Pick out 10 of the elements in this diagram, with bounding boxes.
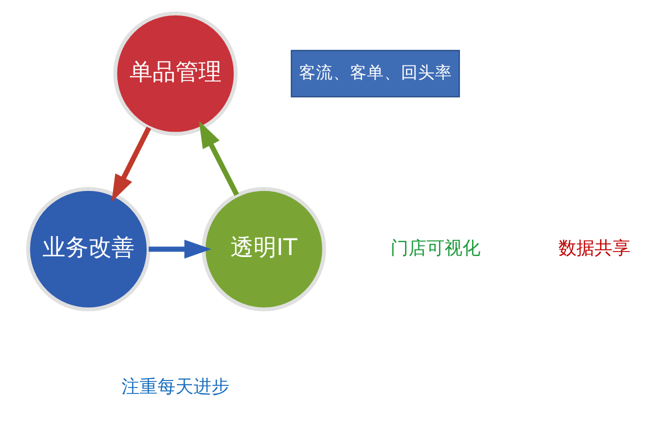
node-circle: 业务改善 xyxy=(26,187,150,312)
label: 数据共享 xyxy=(558,238,630,259)
arrow xyxy=(148,240,211,259)
label: 门店可视化 xyxy=(390,238,480,259)
label: 注重每天进步 xyxy=(120,376,229,398)
arrow xyxy=(198,120,239,196)
arrow xyxy=(111,126,151,202)
node-circle: 单品管理 xyxy=(112,11,238,136)
node-circle: 透明IT xyxy=(201,187,326,312)
node-box: 客流、客单、回头率 xyxy=(290,50,460,98)
